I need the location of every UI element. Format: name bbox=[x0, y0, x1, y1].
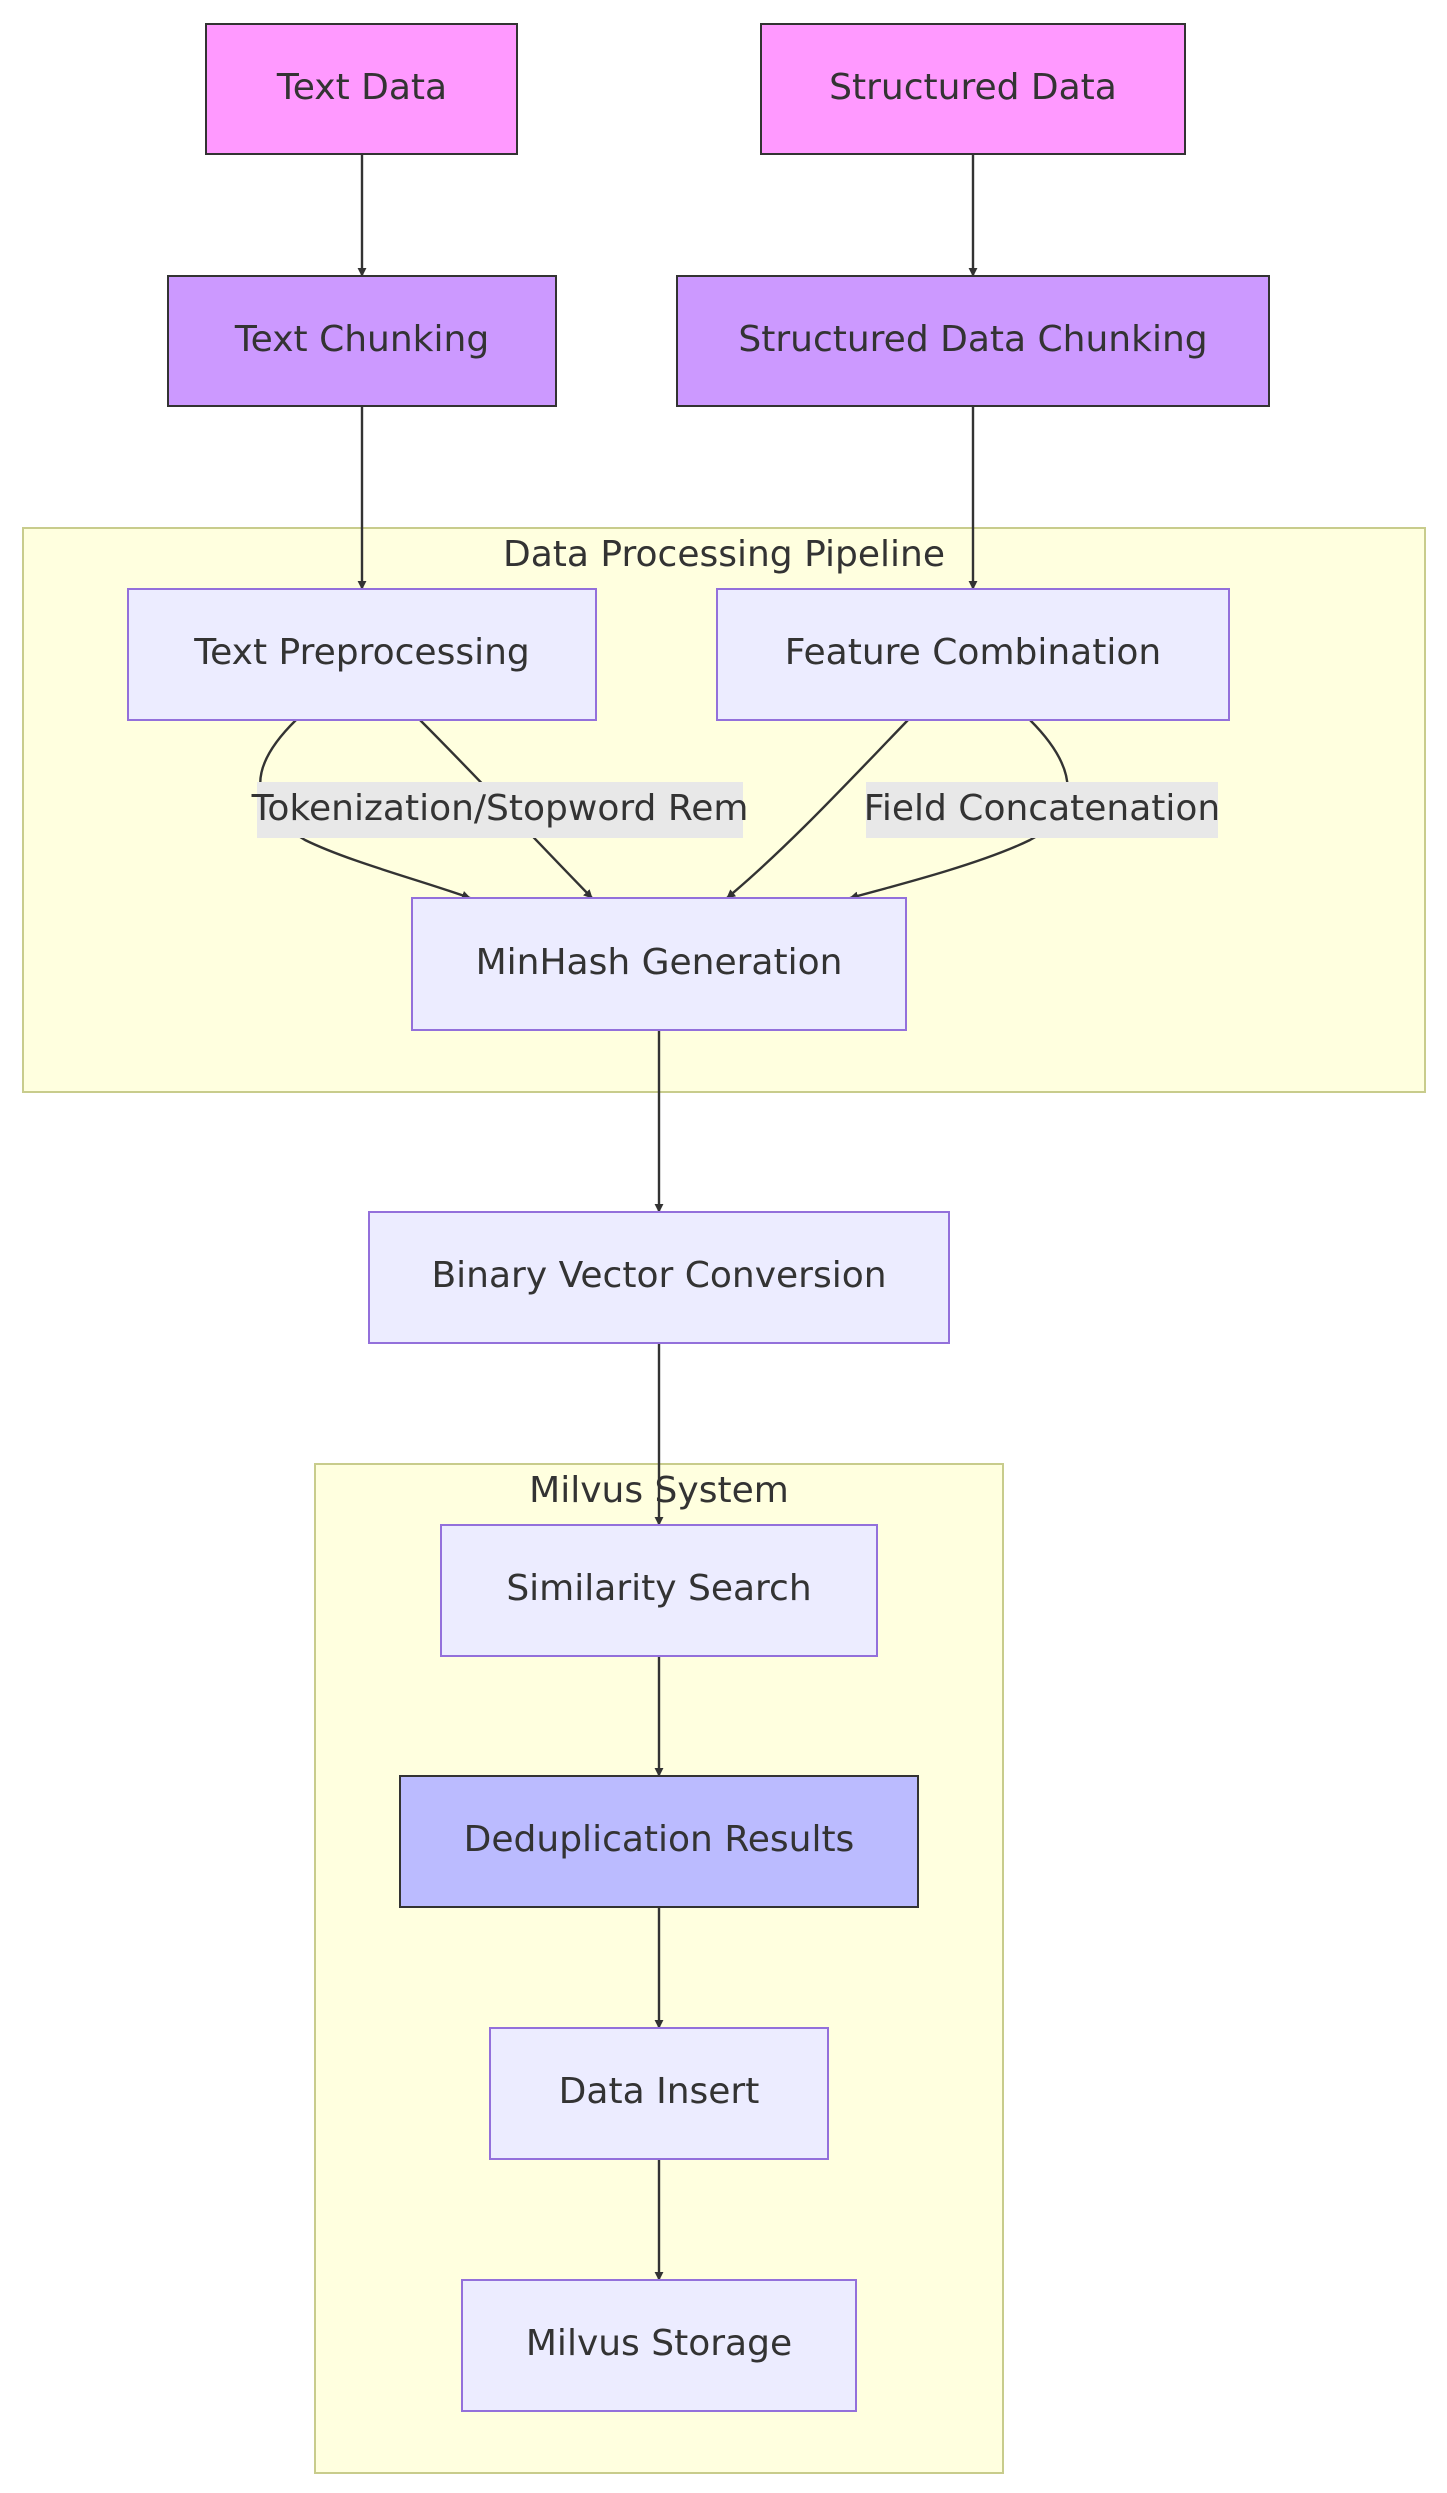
node-binary-vector-conversion: Binary Vector Conversion bbox=[368, 1211, 950, 1344]
node-binary-vector-conversion-label: Binary Vector Conversion bbox=[431, 1255, 886, 1296]
node-text-preprocessing-box bbox=[127, 588, 597, 721]
node-structured-data-box bbox=[760, 23, 1186, 155]
node-text-preprocessing-label: Text Preprocessing bbox=[193, 632, 530, 673]
edge-feature-combination-to-minhash-left bbox=[726, 719, 909, 899]
node-deduplication-results-box bbox=[399, 1775, 919, 1908]
node-data-insert-box bbox=[489, 2027, 829, 2160]
node-structured-data-chunking: Structured Data Chunking bbox=[676, 275, 1270, 407]
node-text-chunking-label: Text Chunking bbox=[234, 319, 489, 360]
node-deduplication-results-label: Deduplication Results bbox=[464, 1819, 855, 1860]
node-milvus-storage: Milvus Storage bbox=[461, 2279, 857, 2412]
node-minhash-generation: MinHash Generation bbox=[411, 897, 907, 1031]
cluster-pipeline-title: Data Processing Pipeline bbox=[503, 534, 945, 575]
node-similarity-search-label: Similarity Search bbox=[506, 1568, 811, 1609]
node-similarity-search-box bbox=[440, 1524, 878, 1657]
node-text-chunking: Text Chunking bbox=[167, 275, 557, 407]
node-structured-data: Structured Data bbox=[760, 23, 1186, 155]
edge-label-field-concatenation-text: Field Concatenation bbox=[864, 788, 1220, 829]
node-deduplication-results: Deduplication Results bbox=[399, 1775, 919, 1908]
node-text-preprocessing: Text Preprocessing bbox=[127, 588, 597, 721]
node-milvus-storage-box bbox=[461, 2279, 857, 2412]
node-similarity-search: Similarity Search bbox=[440, 1524, 878, 1657]
node-structured-data-chunking-box bbox=[676, 275, 1270, 407]
edge-label-tokenization-background bbox=[257, 782, 743, 838]
node-feature-combination: Feature Combination bbox=[716, 588, 1230, 721]
node-data-insert-label: Data Insert bbox=[559, 2071, 760, 2112]
node-milvus-storage-label: Milvus Storage bbox=[526, 2323, 792, 2364]
edge-label-tokenization: Tokenization/Stopword Rem bbox=[251, 782, 749, 838]
node-binary-vector-conversion-box bbox=[368, 1211, 950, 1344]
node-text-data-box bbox=[205, 23, 518, 155]
node-minhash-generation-label: MinHash Generation bbox=[476, 942, 843, 983]
edge-label-tokenization-text: Tokenization/Stopword Rem bbox=[251, 788, 749, 829]
node-text-chunking-box bbox=[167, 275, 557, 407]
node-feature-combination-label: Feature Combination bbox=[785, 632, 1161, 673]
edge-feature-combination-to-minhash-right bbox=[849, 719, 1069, 901]
node-text-data-label: Text Data bbox=[276, 67, 447, 108]
node-structured-data-label: Structured Data bbox=[829, 67, 1117, 108]
node-feature-combination-box bbox=[716, 588, 1230, 721]
edge-label-field-concatenation: Field Concatenation bbox=[864, 782, 1220, 838]
edge-label-field-concatenation-background bbox=[866, 782, 1218, 838]
node-data-insert: Data Insert bbox=[489, 2027, 829, 2160]
node-text-data: Text Data bbox=[205, 23, 518, 155]
node-structured-data-chunking-label: Structured Data Chunking bbox=[738, 319, 1207, 360]
edge-text-preprocessing-to-minhash-left bbox=[259, 719, 471, 900]
node-minhash-generation-box bbox=[411, 897, 907, 1031]
